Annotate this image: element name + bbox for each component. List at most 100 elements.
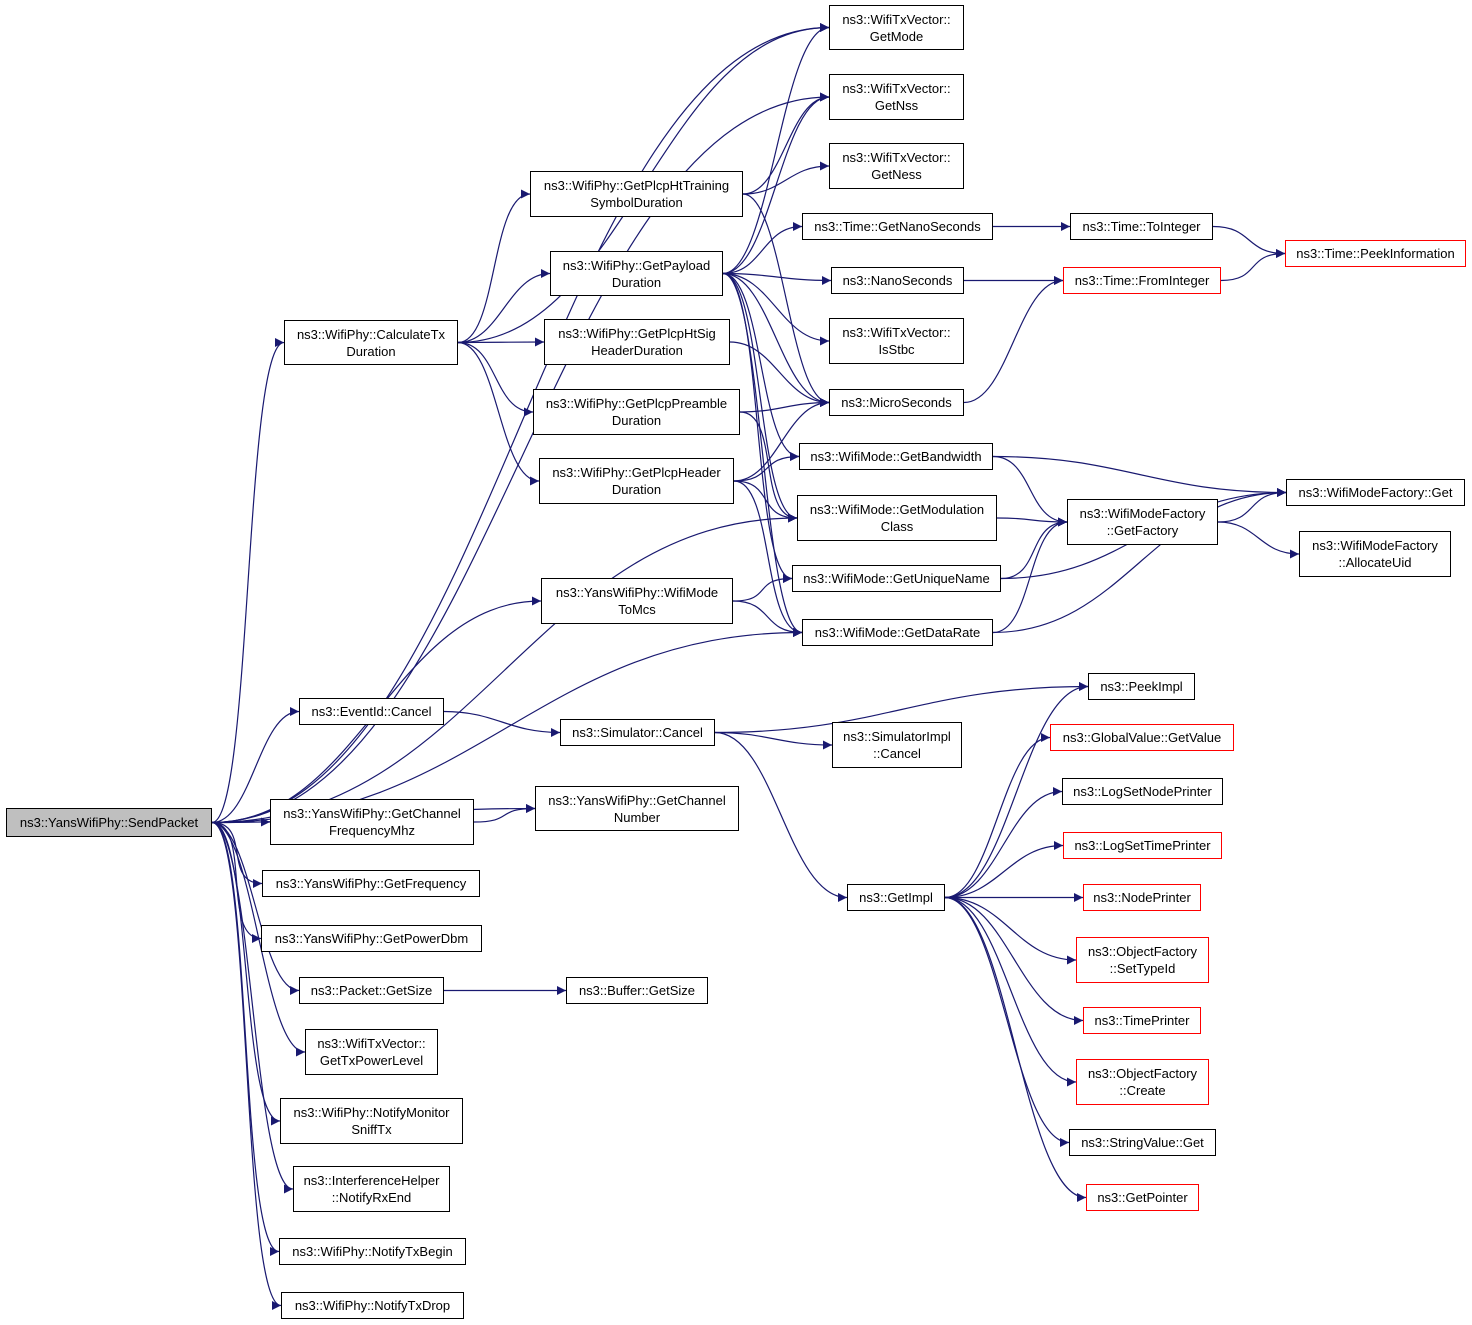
- node-label: ns3::YansWifiPhy::GetFrequency: [275, 876, 467, 891]
- node-nodeprinter[interactable]: ns3::NodePrinter: [1083, 884, 1201, 911]
- edge-n16-n27: [733, 398, 830, 482]
- edge-n1-n12: [457, 189, 531, 344]
- edge-n1-n16: [457, 341, 540, 486]
- node-time-frominteger[interactable]: ns3::Time::FromInteger: [1063, 267, 1221, 294]
- node-logsettimeprinter[interactable]: ns3::LogSetTimePrinter: [1063, 832, 1222, 859]
- node-label: ns3::WifiPhy::GetPlcpHtTraining: [543, 178, 730, 193]
- node-label: ns3::Time::GetNanoSeconds: [814, 219, 981, 234]
- node-getimpl[interactable]: ns3::GetImpl: [847, 884, 945, 911]
- node-wifimodefactory-getfactory[interactable]: ns3::WifiModeFactory::GetFactory: [1067, 499, 1218, 545]
- node-label: ns3::NodePrinter: [1093, 890, 1191, 905]
- node-label-line2: Duration: [611, 482, 662, 497]
- node-wifimodefactory-get[interactable]: ns3::WifiModeFactory::Get: [1286, 479, 1465, 506]
- node-globalvalue-getvalue[interactable]: ns3::GlobalValue::GetValue: [1050, 724, 1234, 751]
- node-wifitxvector-gettxpowerlevel[interactable]: ns3::WifiTxVector::GetTxPowerLevel: [305, 1029, 438, 1075]
- edge-n0-n2: [211, 707, 300, 824]
- node-timeprinter[interactable]: ns3::TimePrinter: [1083, 1007, 1201, 1034]
- node-time-peekinformation[interactable]: ns3::Time::PeekInformation: [1285, 240, 1466, 267]
- node-label-line2: FrequencyMhz: [329, 823, 415, 838]
- edge-n33-n39: [944, 787, 1063, 899]
- node-label: ns3::Time::FromInteger: [1074, 273, 1210, 288]
- node-yanswifiphy-sendpacket[interactable]: ns3::YansWifiPhy::SendPacket: [6, 808, 212, 837]
- node-wifiphy-notifytxbegin[interactable]: ns3::WifiPhy::NotifyTxBegin: [279, 1238, 466, 1265]
- edge-n0-n11: [211, 821, 282, 1310]
- node-nanoseconds[interactable]: ns3::NanoSeconds: [831, 267, 964, 294]
- node-getpointer[interactable]: ns3::GetPointer: [1086, 1184, 1199, 1211]
- node-label: ns3::WifiPhy::GetPlcpPreamble: [545, 396, 728, 411]
- edge-layer: [211, 23, 1300, 1310]
- node-time-getnanoseconds[interactable]: ns3::Time::GetNanoSeconds: [802, 213, 993, 240]
- edge-n13-n28: [722, 272, 800, 461]
- node-wifimode-getbandwidth[interactable]: ns3::WifiMode::GetBandwidth: [799, 443, 993, 470]
- edge-n33-n42: [944, 896, 1077, 965]
- node-label: ns3::WifiPhy::GetPayload: [562, 257, 711, 273]
- edge-n27-n35: [963, 276, 1064, 404]
- node-stringvalue-get[interactable]: ns3::StringValue::Get: [1069, 1129, 1216, 1156]
- node-label: ns3::Time::ToInteger: [1082, 219, 1201, 234]
- node-label: ns3::WifiModeFactory::Get: [1298, 485, 1453, 500]
- node-wifitxvector-getmode[interactable]: ns3::WifiTxVector::GetMode: [829, 5, 964, 50]
- edge-n13-n21: [722, 23, 830, 275]
- node-interferencehelper-notifyrxend[interactable]: ns3::InterferenceHelper::NotifyRxEnd: [293, 1166, 450, 1212]
- node-label: ns3::YansWifiPhy::GetChannel: [548, 792, 726, 808]
- node-wifitxvector-getnss[interactable]: ns3::WifiTxVector::GetNss: [829, 74, 964, 120]
- edge-n12-n23: [742, 161, 830, 195]
- node-logsetnodeprinter[interactable]: ns3::LogSetNodePrinter: [1062, 778, 1223, 805]
- edge-n0-n29: [211, 513, 798, 824]
- node-objectfactory-settypeid[interactable]: ns3::ObjectFactory::SetTypeId: [1076, 937, 1209, 983]
- node-label-line2: GetMode: [869, 28, 924, 44]
- node-label: ns3::WifiPhy::NotifyTxBegin: [292, 1244, 453, 1259]
- node-label: ns3::GetImpl: [859, 890, 933, 905]
- node-eventid-cancel[interactable]: ns3::EventId::Cancel: [299, 698, 444, 725]
- node-label: ns3::YansWifiPhy::WifiMode: [555, 585, 719, 600]
- node-label: ns3::WifiTxVector::: [842, 150, 951, 165]
- node-label-line2: ::SetTypeId: [1109, 961, 1176, 976]
- node-buffer-getsize[interactable]: ns3::Buffer::GetSize: [566, 977, 708, 1004]
- node-wifimodefactory-allocateuid[interactable]: ns3::WifiModeFactory::AllocateUid: [1299, 531, 1451, 577]
- edge-n3-n19: [473, 804, 536, 823]
- edge-n33-n45: [944, 896, 1070, 1147]
- node-label: ns3::WifiModeFactory: [1079, 506, 1206, 521]
- edge-n0-n8: [211, 821, 281, 1126]
- node-wifitxvector-isstbc[interactable]: ns3::WifiTxVector::IsStbc: [829, 318, 964, 364]
- edge-n16-n29: [733, 480, 798, 523]
- node-label: ns3::WifiTxVector::: [317, 1036, 426, 1051]
- node-label: ns3::LogSetTimePrinter: [1074, 838, 1211, 853]
- node-yanswifiphy-getfrequency[interactable]: ns3::YansWifiPhy::GetFrequency: [262, 870, 480, 897]
- edge-n13-n24: [722, 222, 803, 275]
- node-packet-getsize[interactable]: ns3::Packet::GetSize: [299, 977, 444, 1004]
- edge-n15-n29: [739, 411, 798, 523]
- node-wifimode-getuniquename[interactable]: ns3::WifiMode::GetUniqueName: [792, 565, 1001, 592]
- node-yanswifiphy-getpowerdbm[interactable]: ns3::YansWifiPhy::GetPowerDbm: [261, 925, 482, 952]
- node-label-line2: Duration: [346, 343, 396, 359]
- node-wifiphy-notifytxdrop[interactable]: ns3::WifiPhy::NotifyTxDrop: [281, 1292, 464, 1319]
- edge-n12-n27: [742, 193, 830, 407]
- edge-n13-n25: [722, 272, 832, 285]
- node-label-line2: Duration: [611, 274, 662, 290]
- node-label: ns3::Simulator::Cancel: [572, 725, 703, 740]
- node-simulatorimpl-cancel[interactable]: ns3::SimulatorImpl::Cancel: [832, 722, 962, 768]
- node-label-line2: GetNss: [874, 98, 919, 113]
- node-time-tointeger[interactable]: ns3::Time::ToInteger: [1070, 213, 1213, 240]
- edge-n1-n15: [457, 341, 534, 417]
- node-peekimpl[interactable]: ns3::PeekImpl: [1088, 673, 1195, 700]
- node-label: ns3::NanoSeconds: [842, 273, 953, 288]
- node-wifitxvector-getness[interactable]: ns3::WifiTxVector::GetNess: [829, 143, 964, 189]
- node-microseconds[interactable]: ns3::MicroSeconds: [829, 389, 964, 416]
- node-objectfactory-create[interactable]: ns3::ObjectFactory::Create: [1076, 1059, 1209, 1105]
- node-simulator-cancel[interactable]: ns3::Simulator::Cancel: [560, 719, 715, 746]
- node-label: ns3::WifiTxVector::: [842, 11, 951, 27]
- node-label-line2: ::GetFactory: [1106, 523, 1179, 538]
- node-wifimode-getdatarate[interactable]: ns3::WifiMode::GetDataRate: [802, 619, 993, 646]
